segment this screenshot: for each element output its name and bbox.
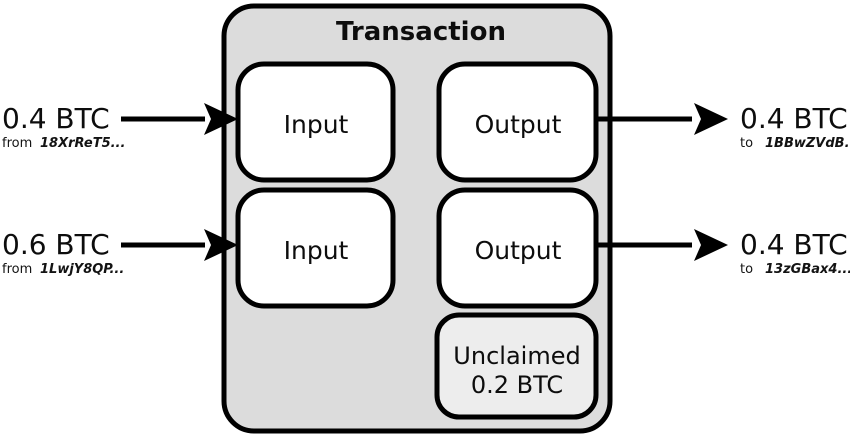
input-1-address: 18XrReT5... [40,136,125,151]
output-arrow-1-head [694,103,728,135]
input-box-2-shape [235,187,396,309]
input-box-1-shape [235,61,396,183]
output-box-2-shape [436,187,599,309]
output-2-preposition: to [740,262,753,277]
input-box-1-label: Input [284,110,349,139]
output-box-1: Output [436,61,599,183]
input-box-1: Input [235,61,396,183]
input-arrow-2 [121,229,238,261]
input-label-1: 0.4 BTC from 18XrReT5... [2,102,125,151]
input-1-amount: 0.4 BTC [2,102,110,135]
unclaimed-box-shape [434,312,599,420]
input-arrow-1-head [204,103,238,135]
output-label-1: 0.4 BTC to 1BBwZVdB... [740,102,850,151]
output-box-1-label: Output [475,110,562,139]
input-arrow-1 [121,103,238,135]
input-2-address: 1LwjY8QP... [40,262,124,277]
output-arrow-1 [596,103,728,135]
transaction-title: Transaction [336,17,506,47]
output-1-amount: 0.4 BTC [740,102,848,135]
input-box-2: Input [235,187,396,309]
unclaimed-box: Unclaimed 0.2 BTC [434,312,599,420]
output-1-address: 1BBwZVdB... [765,136,850,151]
output-box-1-shape [436,61,599,183]
output-arrow-2 [596,229,728,261]
output-2-address: 13zGBax4... [765,262,850,277]
output-box-2: Output [436,187,599,309]
output-box-2-label: Output [475,236,562,265]
input-1-preposition: from [2,136,32,151]
input-label-2: 0.6 BTC from 1LwjY8QP... [2,228,124,277]
unclaimed-amount: 0.2 BTC [471,371,563,399]
output-label-2: 0.4 BTC to 13zGBax4... [740,228,850,277]
input-box-2-label: Input [284,236,349,265]
input-arrow-2-head [204,229,238,261]
output-1-preposition: to [740,136,753,151]
unclaimed-label: Unclaimed [453,342,580,370]
output-arrow-2-head [694,229,728,261]
output-2-amount: 0.4 BTC [740,228,848,261]
input-2-amount: 0.6 BTC [2,228,110,261]
input-2-preposition: from [2,262,32,277]
